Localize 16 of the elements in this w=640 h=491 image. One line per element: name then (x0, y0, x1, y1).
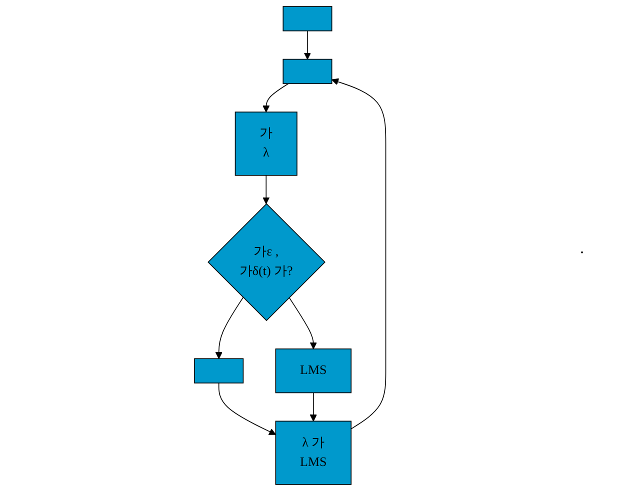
note-text: . (580, 240, 585, 258)
arrow (262, 174, 270, 204)
arrow (288, 297, 317, 350)
node-box: λ 가 LMS (275, 420, 352, 485)
node-box: 가 λ (234, 112, 298, 176)
node-diamond: 가ε , 가δ(t) 가? (207, 203, 326, 322)
arrow (262, 83, 289, 112)
arrow (331, 78, 386, 430)
node-box (282, 6, 332, 32)
arrow (218, 382, 276, 435)
node-box (194, 358, 244, 384)
node-box (282, 58, 332, 84)
node-box: LMS (275, 348, 352, 394)
arrow (304, 30, 311, 60)
arrow (215, 297, 244, 359)
arrow (310, 392, 317, 422)
